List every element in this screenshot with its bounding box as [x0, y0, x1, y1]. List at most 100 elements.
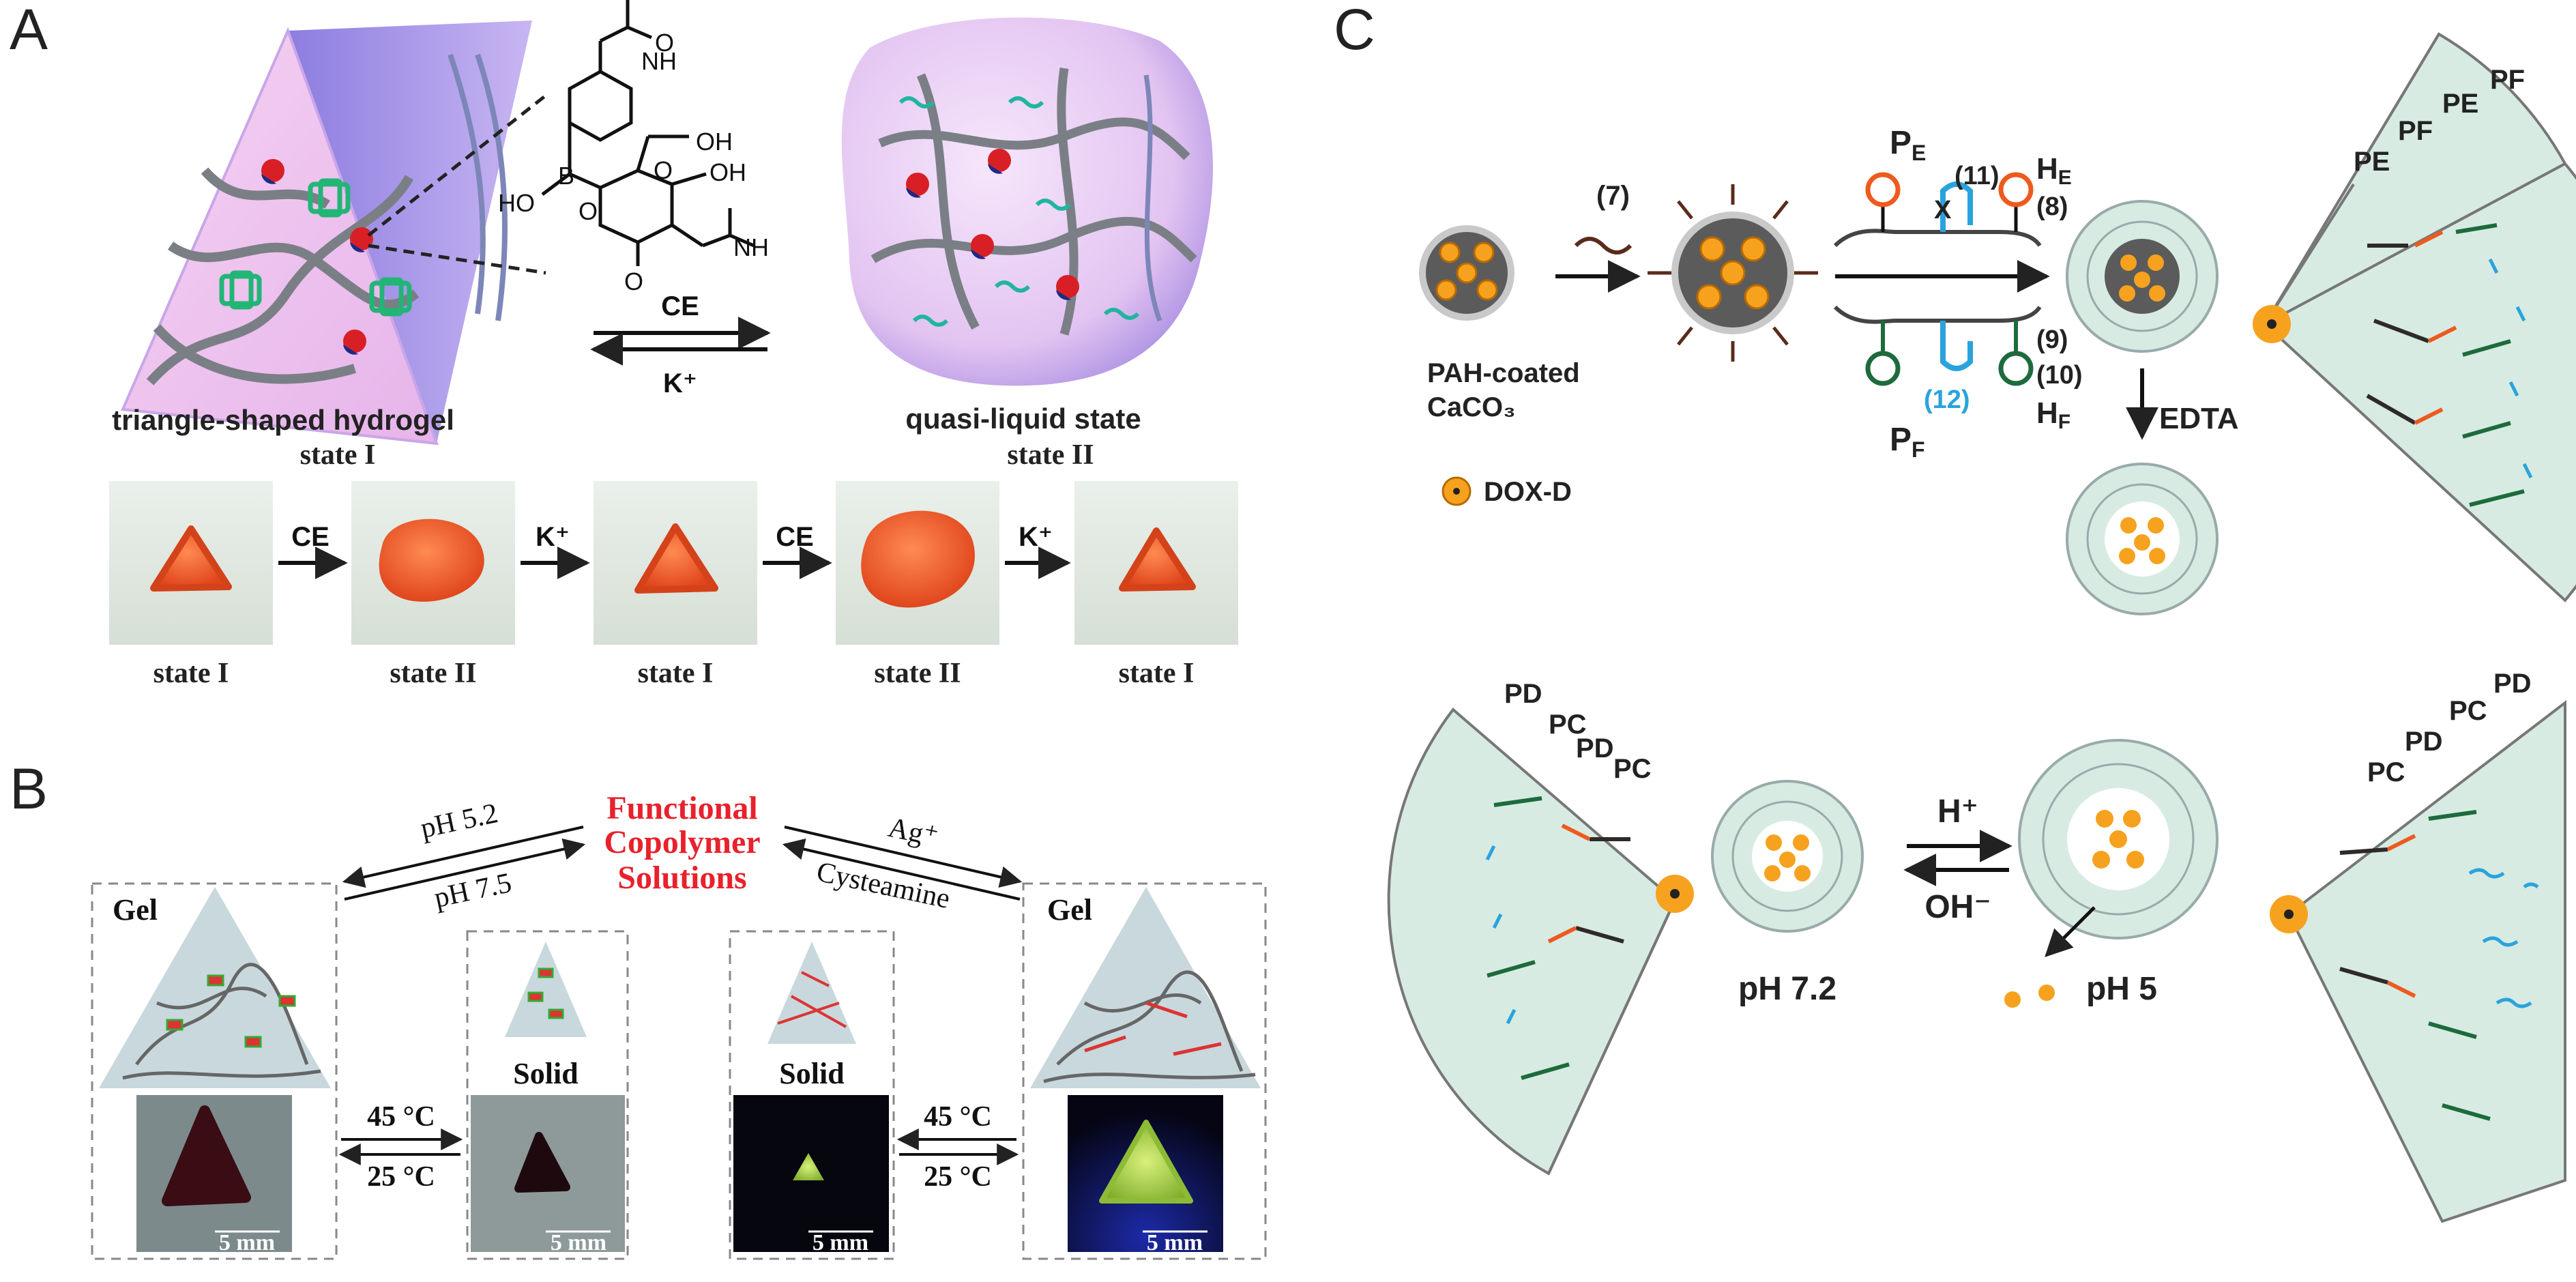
panel-b: B Functional Copolymer Solutions pH 5.2 … [10, 757, 1267, 1260]
fan-right-label-3: PC [2449, 696, 2487, 726]
multilayer-particle-top [2066, 200, 2219, 353]
chem-o-2: O [579, 197, 598, 225]
gel-triangle-1 [150, 525, 232, 592]
chem-o-4: O [624, 267, 643, 295]
fan-top-label-2: PF [2398, 116, 2433, 146]
pe-label: PE [1890, 125, 1926, 165]
pah-line-2: CaCO₃ [1427, 392, 1516, 422]
ph5-label: pH 5 [2086, 971, 2157, 1007]
triangle-label-top: triangle-shaped hydrogel [112, 404, 454, 436]
x-mark: X [1934, 196, 1952, 224]
he-label: HE [2036, 152, 2072, 189]
fan-right-label-4: PD [2493, 669, 2532, 699]
gel-triangle-left [99, 887, 331, 1088]
solid-box-left [466, 930, 629, 1260]
fan-left-label-4: PC [1613, 754, 1652, 784]
ph-arrow-top [342, 826, 584, 888]
chem-b: B [558, 162, 574, 190]
solid-label-left: Solid [513, 1057, 578, 1090]
ph-bottom-label: pH 7.5 [432, 867, 514, 914]
hairpin-pe [1865, 172, 1901, 232]
capsule-ph72 [1711, 780, 1864, 933]
gel-blob-2 [861, 510, 975, 608]
fan-top-label-4: PF [2490, 65, 2525, 95]
gel-blob-1 [379, 519, 484, 602]
functional-line-2: Copolymer [604, 824, 760, 860]
photo-label-2: state II [390, 658, 476, 689]
dark-gel-left [162, 1105, 251, 1206]
triangle-hydrogel-illustration [121, 20, 547, 446]
n11-label: (11) [1955, 162, 1999, 190]
n8-label: (8) [2036, 192, 2068, 221]
hairpin-he [1998, 172, 2034, 232]
quasi-label-top: quasi-liquid state [905, 403, 1141, 435]
ph-top-label: pH 5.2 [418, 798, 501, 845]
ph72-label: pH 7.2 [1738, 971, 1836, 1007]
fan-diagram-right [2270, 699, 2566, 1223]
h-plus-label: H⁺ [1937, 793, 1978, 830]
functional-line-1: Functional [606, 790, 757, 826]
chem-o-1: O [655, 29, 674, 57]
hf-label: HF [2036, 396, 2070, 433]
triangle-label-bottom: state I [300, 439, 376, 471]
ce-label: CE [661, 291, 699, 321]
photo-label-4: state II [874, 658, 961, 689]
fan-top-label-3: PE [2442, 89, 2478, 119]
step-arrow-3: CE [776, 522, 814, 552]
capsule-ph5 [2018, 739, 2219, 939]
chem-nh-2: NH [733, 233, 769, 261]
temp-high-right: 45 °C [924, 1101, 992, 1133]
dox-legend-label: DOX-D [1484, 477, 1572, 507]
pah-line-1: PAH-coated [1427, 358, 1580, 388]
panel-b-letter: B [10, 757, 48, 821]
n9-label: (9) [2036, 325, 2068, 354]
particle-with-anchors [1648, 184, 1818, 362]
step-arrow-2: K⁺ [536, 522, 570, 552]
fan-left-label-1: PD [1504, 679, 1542, 709]
pf-label: PF [1890, 422, 1925, 462]
gel-label-right: Gel [1047, 893, 1092, 927]
step-arrow-1: CE [291, 522, 330, 552]
chem-o-3: O [654, 156, 673, 184]
solid-box-right [729, 930, 895, 1260]
caco3-particle [1419, 225, 1514, 321]
ag-arrow [784, 826, 1023, 888]
functional-line-3: Solutions [617, 860, 746, 896]
fan-top-label-1: PE [2354, 147, 2390, 177]
panel-c: C PAH-coated CaCO₃ (7) [1334, 0, 2576, 1223]
chem-oh-1: OH [696, 128, 733, 156]
quasi-label-bottom: state II [1007, 439, 1094, 471]
gel-box-right [1022, 882, 1267, 1260]
ag-label: Ag⁺ [886, 812, 941, 853]
chem-oh-2: OH [709, 158, 746, 186]
ph-arrow-bottom [344, 838, 586, 901]
solid-label-right: Solid [779, 1057, 844, 1090]
quasi-liquid-illustration [841, 17, 1213, 386]
temp-high-left: 45 °C [367, 1101, 435, 1133]
panel-c-letter: C [1334, 0, 1375, 61]
temp-low-right: 25 °C [924, 1161, 992, 1193]
fan-diagram-left [1387, 708, 1694, 1176]
step-7-label: (7) [1596, 181, 1630, 211]
panel-a-letter: A [10, 0, 48, 61]
photo-label-1: state I [153, 658, 229, 689]
scale-3: 5 mm [813, 1230, 868, 1255]
photo-label-3: state I [638, 658, 714, 689]
oh-minus-label: OH⁻ [1924, 889, 1991, 925]
n12-label: (12) [1924, 385, 1970, 414]
hairpin-hf [1998, 321, 2034, 386]
cysteamine-arrow [782, 838, 1021, 901]
released-dox-2 [2038, 985, 2055, 1001]
fan-right-label-2: PD [2405, 727, 2443, 757]
temp-low-left: 25 °C [367, 1161, 435, 1193]
hairpin-pf [1865, 321, 1901, 386]
scale-4: 5 mm [1147, 1230, 1203, 1255]
fan-left-label-3: PD [1576, 733, 1614, 763]
n10-label: (10) [2036, 361, 2083, 390]
scale-2: 5 mm [551, 1230, 606, 1255]
gel-box-left [91, 882, 338, 1260]
step-arrow-4: K⁺ [1019, 522, 1053, 552]
panel-a: A [10, 0, 1238, 689]
gel-triangle-3 [1119, 527, 1196, 592]
boronate-ester-structure [541, 0, 755, 266]
